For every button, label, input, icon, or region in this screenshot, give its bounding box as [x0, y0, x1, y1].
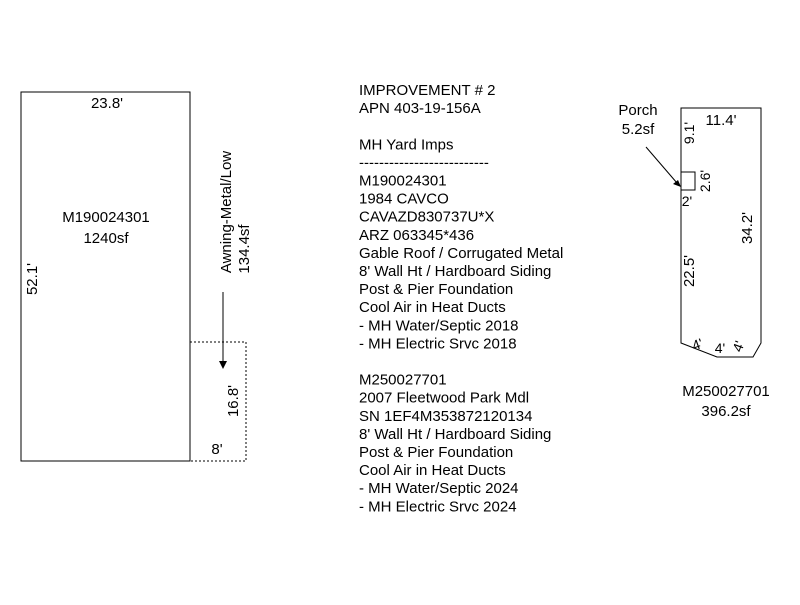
- secondary-structure-area: 396.2sf: [701, 403, 751, 420]
- awning-outline: [190, 341, 247, 462]
- main-structure-top-dim: 23.8': [91, 95, 123, 112]
- notes-line: ARZ 063345*436: [359, 227, 474, 244]
- notes-line: APN 403-19-156A: [359, 100, 481, 117]
- secondary-upper-left-dim: 9.1': [681, 122, 697, 144]
- porch-area: 5.2sf: [622, 121, 655, 138]
- secondary-bottom-mid-dim: 4': [715, 340, 725, 356]
- main-structure-id: M190024301: [62, 209, 150, 226]
- notes-line: [359, 118, 363, 135]
- secondary-side-dim: 34.2': [739, 212, 756, 244]
- porch-width-dim: 2': [682, 193, 692, 209]
- notes-line: Gable Roof / Corrugated Metal: [359, 245, 563, 262]
- notes-line: - MH Electric Srvc 2024: [359, 498, 517, 515]
- porch-leader-line: [645, 146, 678, 184]
- porch-leader-arrowhead: [673, 180, 681, 187]
- main-structure-outline: [20, 91, 191, 462]
- notes-line: Cool Air in Heat Ducts: [359, 462, 506, 479]
- notes-line: Post & Pier Foundation: [359, 444, 513, 461]
- notes-line: - MH Water/Septic 2018: [359, 317, 519, 334]
- notes-line: [359, 354, 363, 371]
- notes-line: - MH Water/Septic 2024: [359, 480, 519, 497]
- main-structure-left-dim: 52.1': [24, 263, 41, 295]
- main-structure-area: 1240sf: [83, 230, 129, 247]
- notes-line: 1984 CAVCO: [359, 191, 449, 208]
- notes-line: Post & Pier Foundation: [359, 281, 513, 298]
- awning-height-dim: 16.8': [225, 385, 242, 417]
- secondary-structure-id: M250027701: [682, 383, 770, 400]
- notes-line: 8' Wall Ht / Hardboard Siding: [359, 263, 551, 280]
- notes-line: 2007 Fleetwood Park Mdl: [359, 390, 529, 407]
- notes-line: MH Yard Imps: [359, 136, 453, 153]
- secondary-lower-left-dim: 22.5': [681, 255, 698, 287]
- notes-line: CAVAZD830737U*X: [359, 209, 494, 226]
- secondary-structure-outline: [680, 107, 762, 358]
- notes-line: M250027701: [359, 372, 447, 389]
- awning-width-dim: 8': [211, 441, 222, 458]
- notes-line: Cool Air in Heat Ducts: [359, 299, 506, 316]
- porch-outline: [680, 171, 696, 191]
- secondary-bottom-left-dim: 4': [690, 335, 705, 354]
- notes-line: - MH Electric Srvc 2018: [359, 335, 517, 352]
- notes-line: SN 1EF4M353872120134: [359, 408, 532, 425]
- notes-line: IMPROVEMENT # 2: [359, 82, 495, 99]
- notes-line: M190024301: [359, 173, 447, 190]
- awning-leader-arrowhead: [219, 361, 227, 369]
- porch-label: Porch: [618, 102, 657, 119]
- secondary-top-dim: 11.4': [706, 112, 737, 129]
- secondary-bottom-right-dim: 4': [729, 339, 748, 354]
- porch-height-dim: 2.6': [697, 170, 713, 192]
- notes-line: --------------------------: [359, 154, 489, 171]
- awning-area: 134.4sf: [236, 224, 253, 274]
- awning-label: Awning-Metal/Low: [218, 151, 235, 273]
- notes-line: 8' Wall Ht / Hardboard Siding: [359, 426, 551, 443]
